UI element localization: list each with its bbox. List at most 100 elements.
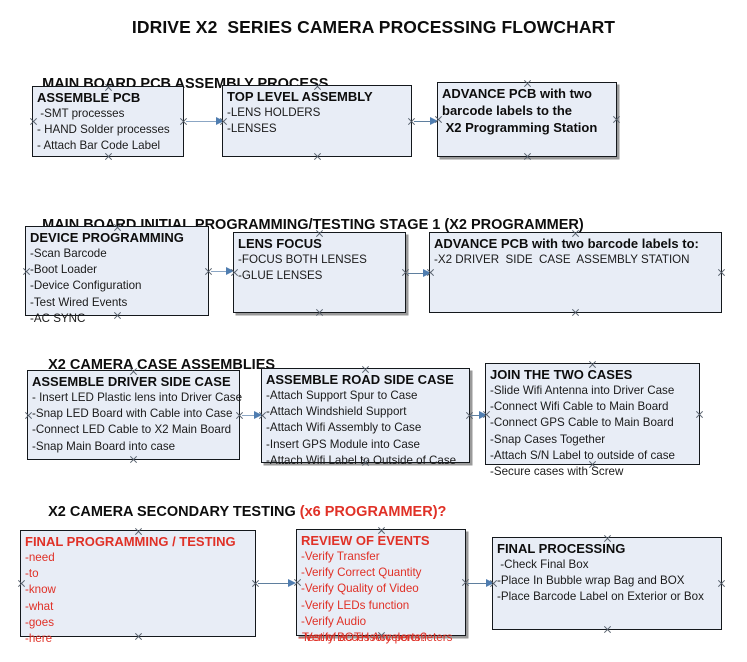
box-line: -Snap LED Board with Cable into Case <box>32 407 233 421</box>
box-review-of-events[interactable]: REVIEW OF EVENTS -Verify Transfer -Verif… <box>296 529 466 644</box>
arrow-driver-side-to-road-side <box>242 410 262 420</box>
section-heading-x2-camera-secondary-testing: X2 CAMERA SECONDARY TESTING (x6 PROGRAMM… <box>32 488 446 536</box>
box-line: - Attach Bar Code Label <box>37 139 161 153</box>
arrow-shaft <box>211 270 227 273</box>
arrow-head <box>479 410 487 419</box>
box-advance-pcb-to-programming-station[interactable]: ADVANCE PCB with two barcode labels to t… <box>437 82 617 157</box>
box-line: -AC SYNC <box>30 311 86 325</box>
box-line: -Connect GPS Cable to Main Board <box>490 416 674 430</box>
box-title: ASSEMBLE DRIVER SIDE CASE <box>32 374 231 389</box>
box-line: -goes <box>25 615 55 629</box>
box-lens-focus[interactable]: LENS FOCUS -FOCUS BOTH LENSES -GLUE LENS… <box>233 232 406 313</box>
box-top-level-assembly[interactable]: TOP LEVEL ASSEMBLY -LENS HOLDERS -LENSES <box>222 85 412 157</box>
connector-handle-bottom[interactable] <box>129 455 138 464</box>
box-title: ASSEMBLE PCB <box>37 90 141 105</box>
box-line: -LENS HOLDERS <box>227 106 321 119</box>
section-heading-text: X2 CAMERA CASE ASSEMBLIES <box>48 357 276 373</box>
box-line: -Attach S/N Label to outside of case <box>490 448 675 462</box>
box-line: -know <box>25 583 56 597</box>
arrow-shaft <box>242 414 255 417</box>
box-line: -Device Configuration <box>30 279 142 293</box>
box-title: FINAL PROGRAMMING / TESTING <box>25 534 236 549</box>
arrow-final-programming-to-review-of-events <box>258 578 296 588</box>
box-line: -Boot Loader <box>30 263 98 277</box>
arrow-head <box>216 116 224 125</box>
box-line-overflow-test-of-accessory-ports: -Test of accessory ports? <box>298 631 427 644</box>
box-line: -need <box>25 551 55 564</box>
box-line: -Verify BOTH Accelerometers <box>301 631 453 645</box>
box-line: -here <box>25 632 53 646</box>
box-title: FINAL PROCESSING <box>497 541 626 556</box>
box-line: -Verify Correct Quantity <box>301 566 422 580</box>
box-line: -FOCUS BOTH LENSES <box>238 253 367 266</box>
connector-handle-bottom[interactable] <box>313 152 322 161</box>
arrow-shaft <box>471 414 480 417</box>
box-line: -Insert GPS Module into Case <box>266 437 421 451</box>
box-title: DEVICE PROGRAMMING <box>30 230 184 245</box>
arrow-head <box>486 578 494 587</box>
box-assemble-driver-side-case[interactable]: ASSEMBLE DRIVER SIDE CASE - Insert LED P… <box>27 370 242 460</box>
arrow-shaft <box>186 120 217 123</box>
box-line: -Place Barcode Label on Exterior or Box <box>497 590 704 604</box>
box-line: -Verify Audio <box>301 614 367 628</box>
arrow-head <box>423 268 431 277</box>
box-line: -Slide Wifi Antenna into Driver Case <box>490 384 675 397</box>
box-line: -to <box>25 567 39 581</box>
connector-handle-bottom[interactable] <box>571 308 580 317</box>
box-final-programming-testing[interactable]: FINAL PROGRAMMING / TESTING -need -to -k… <box>20 530 256 645</box>
box-title: REVIEW OF EVENTS <box>301 533 430 548</box>
box-line: -Verify Transfer <box>301 550 380 563</box>
arrow-review-of-events-to-final-processing <box>468 578 494 588</box>
box-advance-pcb-to-driver-side-case-station[interactable]: ADVANCE PCB with two barcode labels to: … <box>429 232 722 313</box>
connector-handle-bottom[interactable] <box>603 625 612 634</box>
box-title: JOIN THE TWO CASES <box>490 367 633 382</box>
box-line: -LENSES <box>227 122 277 136</box>
arrow-head <box>288 578 296 587</box>
box-line: -Snap Cases Together <box>490 432 606 446</box>
box-assemble-pcb[interactable]: ASSEMBLE PCB -SMT processes - HAND Solde… <box>32 86 184 157</box>
box-title: TOP LEVEL ASSEMBLY <box>227 89 373 104</box>
box-line: -Verify LEDs function <box>301 598 410 612</box>
box-final-processing[interactable]: FINAL PROCESSING -Check Final Box -Place… <box>492 537 722 630</box>
arrow-assemble-pcb-to-top-level-assembly <box>186 116 224 126</box>
box-line: -SMT processes <box>37 107 125 120</box>
arrow-shaft <box>408 272 424 275</box>
box-line: -Secure cases with Screw <box>490 465 624 479</box>
arrow-shaft <box>414 120 431 123</box>
box-line: -Verify Quality of Video <box>301 582 419 596</box>
arrow-device-programming-to-lens-focus <box>211 266 234 276</box>
section-heading-accent: (x6 PROGRAMMER)? <box>299 504 447 520</box>
arrow-shaft <box>258 582 289 585</box>
arrow-road-side-to-join-cases <box>471 410 487 420</box>
box-line: -Snap Main Board into case <box>32 439 176 453</box>
arrow-shaft <box>468 582 487 585</box>
section-heading-x2-camera-case-assemblies: X2 CAMERA CASE ASSEMBLIES <box>32 341 275 389</box>
connector-handle-bottom[interactable] <box>315 308 324 317</box>
box-line: -Attach Wifi Label to Outside of Case <box>266 453 457 467</box>
arrow-head <box>430 116 438 125</box>
box-assemble-road-side-case[interactable]: ASSEMBLE ROAD SIDE CASE -Attach Support … <box>261 368 470 467</box>
box-title: ADVANCE PCB with two barcode labels to: <box>434 236 699 251</box>
box-line: -Scan Barcode <box>30 247 107 260</box>
box-line: -Connect LED Cable to X2 Main Board <box>32 423 232 437</box>
box-line: -Place In Bubble wrap Bag and BOX <box>497 574 685 588</box>
box-line: -Connect Wifi Cable to Main Board <box>490 400 669 414</box>
box-line: - HAND Solder processes <box>37 123 170 137</box>
box-line: -Attach Support Spur to Case <box>266 389 418 402</box>
box-line: -what <box>25 599 54 613</box>
box-title-line3: X2 Programming Station <box>442 120 598 135</box>
connector-handle-bottom[interactable] <box>523 152 532 161</box>
box-line: -Attach Windshield Support <box>266 405 407 419</box>
box-line: -Attach Wifi Assembly to Case <box>266 421 422 435</box>
connector-handle-right[interactable] <box>717 268 726 277</box>
arrow-head <box>226 266 234 275</box>
section-heading-text: X2 CAMERA SECONDARY TESTING <box>48 504 300 520</box>
page-title: IDRIVE X2 SERIES CAMERA PROCESSING FLOWC… <box>131 17 616 37</box>
box-title: ASSEMBLE ROAD SIDE CASE <box>266 372 454 387</box>
box-device-programming[interactable]: DEVICE PROGRAMMING -Scan Barcode -Boot L… <box>25 226 209 325</box>
box-join-the-two-cases[interactable]: JOIN THE TWO CASES -Slide Wifi Antenna i… <box>485 363 700 478</box>
box-title: ADVANCE PCB with two <box>442 86 592 101</box>
arrow-head <box>254 410 262 419</box>
arrow-top-level-assembly-to-advance-pcb <box>414 116 438 126</box>
